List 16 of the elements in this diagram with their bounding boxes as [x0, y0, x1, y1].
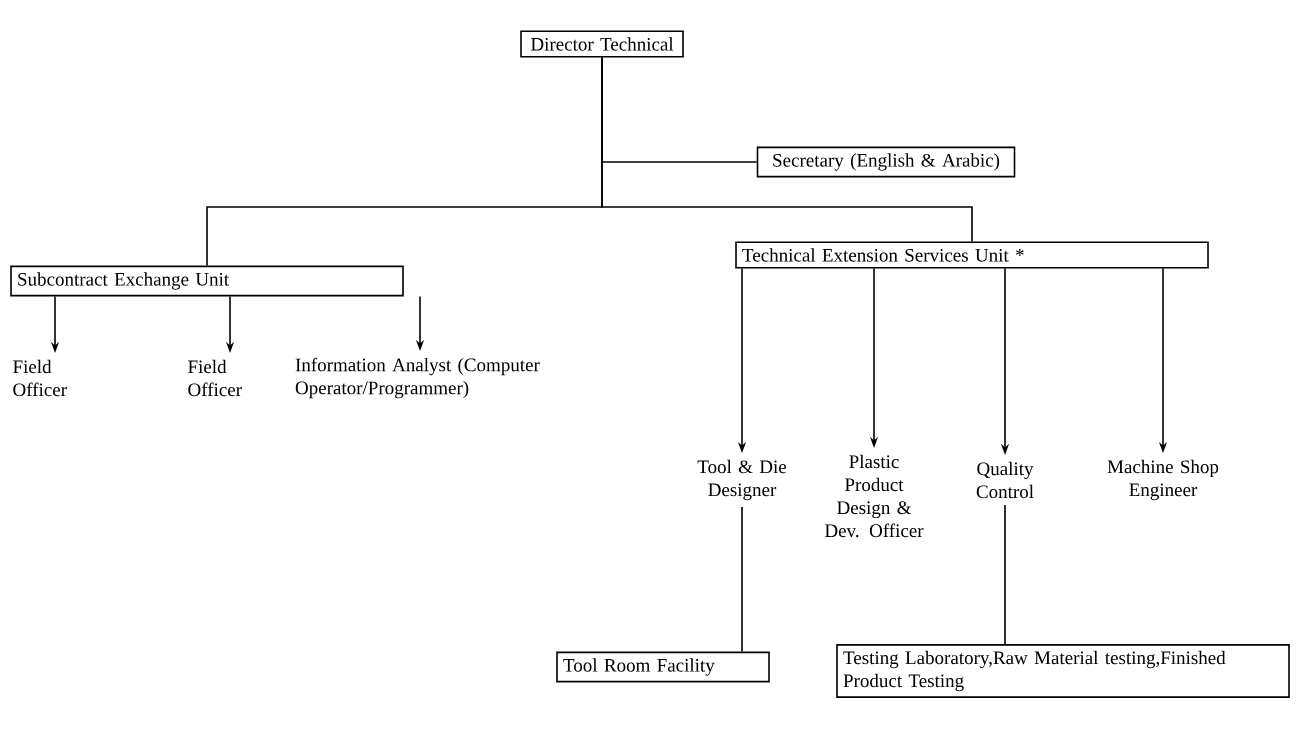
facility-box: Testing Laboratory,Raw Material testing,Finished Product Testing — [836, 644, 1290, 698]
position-label: Information Analyst (Computer Operator/Programmer) — [295, 357, 540, 399]
position-label: Field Officer — [188, 359, 242, 397]
connector-line — [601, 56, 973, 243]
secretary-box: Secretary (English & Arabic) — [756, 146, 1016, 178]
position-label: Machine Shop Engineer — [1107, 459, 1219, 501]
position-label: Plastic Product Design & Dev. Officer — [824, 454, 924, 538]
director-box: Director Technical — [520, 30, 684, 58]
position-label: Tool & Die Designer — [697, 459, 787, 501]
unit-box: Subcontract Exchange Unit — [10, 265, 404, 297]
connector-line — [1004, 504, 1006, 645]
facility-box: Tool Room Facility — [556, 651, 770, 683]
connector-line — [741, 506, 743, 653]
position-label: Quality Control — [976, 461, 1034, 499]
position-label: Field Officer — [13, 359, 67, 397]
unit-box: Technical Extension Services Unit * — [735, 241, 1209, 269]
